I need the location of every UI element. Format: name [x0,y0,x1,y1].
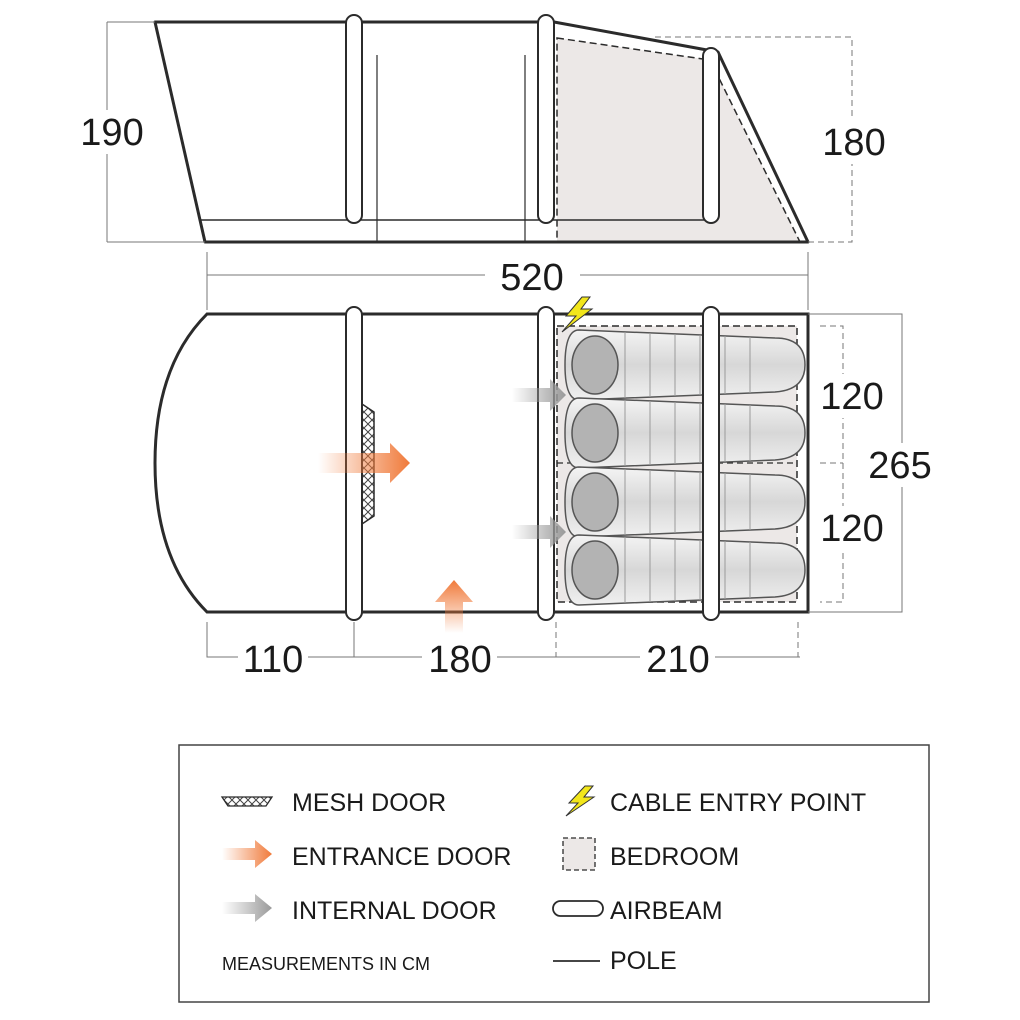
bedroom-swatch-icon [562,837,596,871]
dim-total-length: 520 [500,257,563,299]
dim-side-height-front: 190 [80,112,143,154]
internal-arrow-icon [512,379,566,411]
legend-internal-door: INTERNAL DOOR [292,897,497,925]
sleeping-bag [564,534,806,606]
side-airbeam [702,47,720,224]
side-airbeam [537,14,555,224]
legend-entrance-door: ENTRANCE DOOR [292,843,511,871]
lightning-bolt-icon [565,785,596,817]
legend-measurements-note: MEASUREMENTS IN CM [222,954,430,974]
sleeping-bag [564,329,806,401]
floor-airbeam [702,306,720,621]
floor-outline [153,312,810,614]
dim-total-width: 265 [868,445,931,487]
legend-airbeam: AIRBEAM [610,897,723,925]
entrance-arrow-icon [318,443,410,483]
sleeping-bag [564,466,806,538]
legend-pole: POLE [610,947,677,975]
entrance-arrow-icon [222,840,272,868]
side-outline [153,20,810,244]
floor-airbeam [537,306,555,621]
dim-side-height-rear: 180 [822,122,885,164]
legend-mesh-door: MESH DOOR [292,789,446,817]
lightning-bolt-icon [561,296,594,333]
dim-section-living: 180 [428,639,491,681]
entrance-arrow-icon [435,580,473,633]
mesh-door-icon [220,796,274,807]
sleeping-bag [564,397,806,469]
legend-cable-entry-point: CABLE ENTRY POINT [610,789,866,817]
airbeam-icon [552,900,604,917]
floor-plan [153,296,903,658]
dim-section-porch: 110 [243,639,304,681]
side-bedroom-area [556,37,802,243]
legend-box: MESH DOOR ENTRANCE DOOR INTERNAL DOOR ME… [178,744,930,1003]
side-airbeam [345,14,363,224]
legend-bedroom: BEDROOM [610,843,739,871]
dim-bedroom-upper: 120 [820,376,883,418]
internal-arrow-icon [222,894,272,922]
internal-arrow-icon [512,516,566,548]
side-elevation [106,14,853,244]
dim-section-bedroom: 210 [646,639,709,681]
dim-bedroom-lower: 120 [820,508,883,550]
